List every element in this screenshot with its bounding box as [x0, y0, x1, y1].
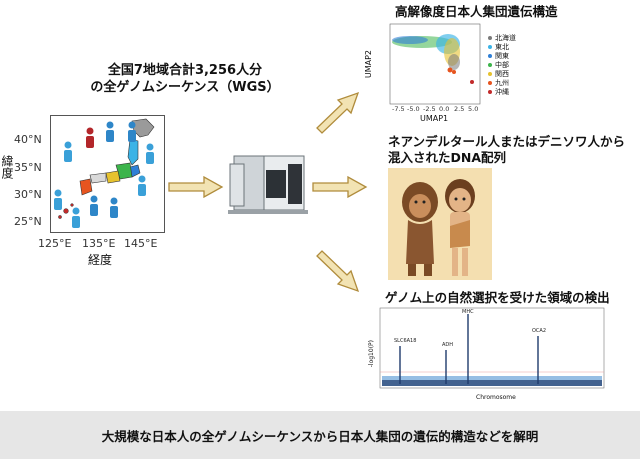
wgs-heading-line2: の全ゲノムシーケンス（WGS） [90, 80, 280, 95]
legend-swatch [488, 72, 492, 76]
early-human-figure [445, 179, 475, 276]
person-icon [72, 207, 80, 228]
legend-item: 九州 [488, 79, 516, 88]
umap-tick: -7.5 [392, 105, 405, 113]
legend-item: 沖縄 [488, 88, 516, 97]
map-latitude-label: 緯度 [0, 155, 14, 179]
sequencer-icon [228, 155, 308, 214]
lat-tick-30: 30°N [14, 188, 42, 201]
legend-swatch [488, 54, 492, 58]
map-longitude-label: 経度 [88, 253, 113, 267]
lon-tick-145: 145°E [124, 237, 158, 250]
arrow-to-sequencer [168, 176, 224, 198]
selection-xlabel: Chromosome [476, 394, 516, 401]
footer-text: 大規模な日本人の全ゲノムシーケンスから日本人集団の遺伝的構造などを解明 [101, 428, 539, 444]
umap-title: 高解像度日本人集団遺伝構造 [395, 4, 558, 19]
map-region-chugoku [89, 172, 107, 184]
umap-ylabel: UMAP2 [364, 50, 373, 79]
map-region-tohoku [127, 138, 139, 166]
legend-item: 関西 [488, 70, 516, 79]
lon-tick-135: 135°E [82, 237, 116, 250]
umap-tick: 2.5 [454, 105, 464, 113]
peak-label: SLC6A18 [394, 338, 416, 344]
archaic-title: ネアンデルタール人またはデニソワ人から 混入されたDNA配列 [388, 134, 626, 165]
map-region-kyushu [79, 178, 93, 196]
person-icon [106, 121, 114, 142]
legend-item: 関東 [488, 52, 516, 61]
lat-tick-35: 35°N [14, 161, 42, 174]
lat-tick-25: 25°N [14, 215, 42, 228]
manhattan-baseline [382, 376, 602, 386]
arrow-to-selection [316, 250, 360, 293]
japan-map [50, 115, 165, 233]
selection-ylabel: -log10(P) [368, 340, 375, 368]
neanderthal-figure [402, 182, 438, 276]
person-icon [128, 121, 136, 142]
umap-tick: 5.0 [468, 105, 478, 113]
person-icon [64, 141, 72, 162]
peak-label: ADH [442, 342, 453, 348]
arrow-to-umap [316, 91, 360, 134]
person-icon [110, 197, 118, 218]
person-icon [146, 143, 154, 164]
peak-label: MHC [462, 309, 474, 315]
arrow-to-archaic [312, 176, 368, 198]
legend-swatch [488, 90, 492, 94]
umap-tick: -5.0 [407, 105, 420, 113]
legend-swatch [488, 36, 492, 40]
wgs-heading-line1: 全国7地域合計3,256人分 [107, 63, 263, 78]
legend-swatch [488, 63, 492, 67]
legend-swatch [488, 45, 492, 49]
map-region-kansai [105, 170, 121, 184]
lon-tick-125: 125°E [38, 237, 72, 250]
manhattan-peaks [399, 314, 539, 384]
person-icon [54, 189, 62, 210]
lat-tick-40: 40°N [14, 133, 42, 146]
archaic-humans-illustration [388, 168, 492, 280]
person-icon [90, 195, 98, 216]
umap-xlabel: UMAP1 [420, 114, 449, 123]
person-icon [86, 127, 94, 148]
person-icon [138, 175, 146, 196]
umap-cluster [392, 34, 474, 84]
japan-map-panel: 緯度 40°N 35°N 30°N 25°N [0, 105, 170, 267]
umap-tick: -2.5 [423, 105, 436, 113]
umap-plot: -7.5 -5.0 -2.5 0.0 2.5 5.0 [389, 23, 481, 113]
person-icons [54, 121, 154, 228]
peak-label: OCA2 [532, 328, 546, 334]
selection-manhattan-plot: SLC6A18 ADH MHC OCA2 [379, 307, 605, 389]
legend-item: 東北 [488, 43, 516, 52]
legend-item: 北海道 [488, 34, 516, 43]
footer-banner: 大規模な日本人の全ゲノムシーケンスから日本人集団の遺伝的構造などを解明 [0, 411, 640, 459]
legend-swatch [488, 81, 492, 85]
map-region-okinawa [63, 208, 69, 214]
legend-item: 中部 [488, 61, 516, 70]
umap-x-ticks: -7.5 -5.0 -2.5 0.0 2.5 5.0 [392, 105, 478, 113]
umap-tick: 0.0 [439, 105, 449, 113]
wgs-heading: 全国7地域合計3,256人分 の全ゲノムシーケンス（WGS） [60, 62, 310, 96]
selection-title: ゲノム上の自然選択を受けた領域の検出 [385, 290, 610, 305]
umap-legend: 北海道 東北 関東 中部 関西 九州 沖縄 [488, 34, 516, 97]
